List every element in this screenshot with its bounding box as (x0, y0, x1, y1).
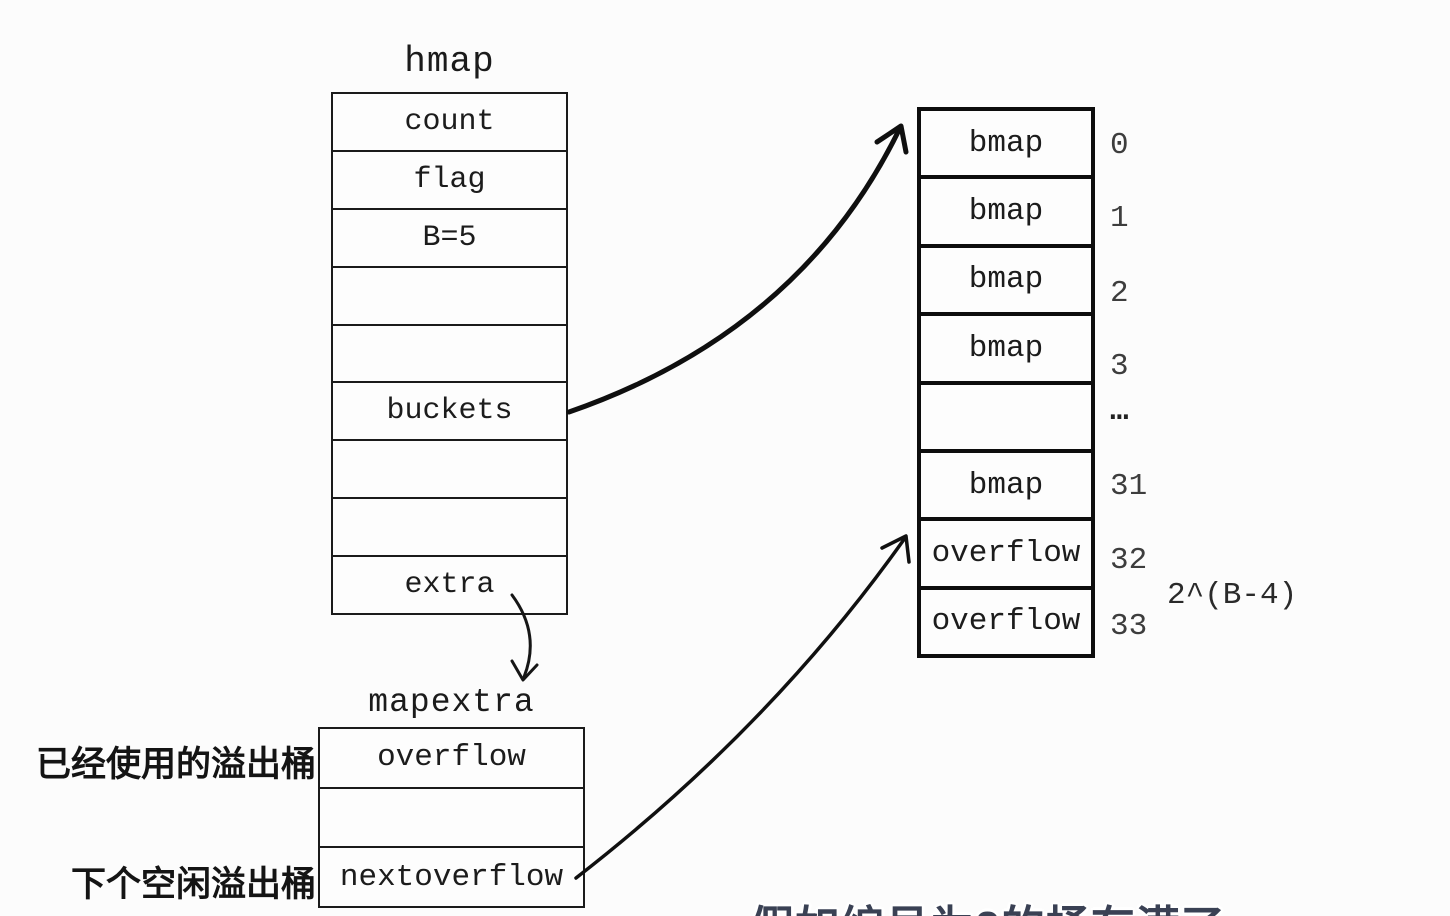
bucket-index-1: 1 (1110, 201, 1129, 236)
bucket-row-bmap-1: bmap (921, 179, 1091, 248)
bucket-index-ellipsis: … (1110, 394, 1130, 429)
hmap-row-empty-2 (333, 326, 566, 384)
video-subtitle: 假如编号为2的桶存满了 (750, 891, 1225, 916)
bucket-array-table: bmap bmap bmap bmap bmap overflow overfl… (917, 107, 1095, 658)
hmap-row-empty-4 (333, 499, 566, 558)
bucket-row-bmap-0: bmap (921, 111, 1091, 180)
bucket-index-33: 33 (1110, 609, 1148, 644)
next-free-overflow-label: 下个空闲溢出桶 (70, 865, 316, 904)
hmap-title: hmap (404, 41, 495, 82)
bucket-row-bmap-31: bmap (921, 453, 1091, 522)
mapextra-table: overflow nextoverflow (318, 727, 585, 908)
mapextra-title: mapextra (368, 684, 535, 721)
nextoverflow-pointer-arrow (574, 534, 911, 880)
mapextra-row-overflow: overflow (320, 729, 583, 789)
hmap-row-b: B=5 (333, 210, 566, 268)
bucket-index-0: 0 (1110, 128, 1129, 163)
mapextra-row-nextoverflow: nextoverflow (339, 859, 564, 895)
bucket-index-31: 31 (1110, 469, 1148, 504)
hmap-row-extra: extra (404, 568, 495, 603)
overflow-count-note: 2^(B-4) (1167, 578, 1298, 613)
bucket-row-bmap-2: bmap (921, 248, 1091, 317)
hmap-row-count: count (333, 94, 566, 152)
hmap-row-buckets: buckets (333, 383, 566, 442)
bucket-index-3: 3 (1110, 349, 1129, 384)
hmap-row-empty-1 (333, 268, 566, 326)
bucket-row-overflow-32: overflow (921, 521, 1091, 590)
bucket-index-2: 2 (1110, 276, 1129, 311)
hmap-row-flag: flag (333, 152, 566, 210)
hmap-table: count flag B=5 buckets extra (331, 92, 568, 615)
bucket-row-ellipsis (921, 385, 1091, 453)
hmap-row-empty-3 (333, 441, 566, 500)
used-overflow-label: 已经使用的溢出桶 (35, 745, 316, 784)
mapextra-row-empty (320, 789, 583, 849)
bucket-index-32: 32 (1110, 543, 1148, 578)
buckets-pointer-arrow (566, 123, 909, 415)
bucket-row-overflow-33: overflow (931, 604, 1081, 640)
bucket-row-bmap-3: bmap (921, 316, 1091, 385)
